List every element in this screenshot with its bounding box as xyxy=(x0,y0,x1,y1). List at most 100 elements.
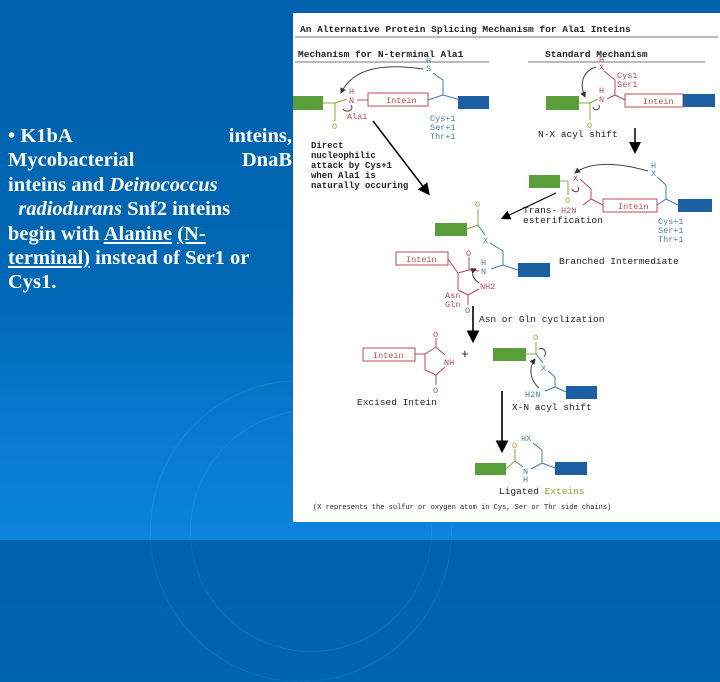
ligated-exteins-label: Ligated Exteins xyxy=(499,486,585,497)
bond xyxy=(427,94,444,101)
atom-h: H xyxy=(523,475,528,485)
atom-hx: HX xyxy=(521,434,531,444)
atom-x: X xyxy=(651,169,656,179)
note-line: Direct xyxy=(311,141,343,151)
bond xyxy=(457,289,469,296)
bond xyxy=(554,386,567,393)
cyclization-label: Asn or Gln cyclization xyxy=(479,314,604,325)
bond xyxy=(530,462,543,470)
bullet-line-2: Mycobacterial DnaB xyxy=(8,148,292,172)
mechanism-figure: An Alternative Protein Splicing Mechanis… xyxy=(293,13,720,522)
thr-plus1-label: Thr+1 xyxy=(430,132,456,142)
right-heading: Standard Mechanism xyxy=(545,49,648,60)
transesterification-label: Trans- xyxy=(523,205,557,216)
bond xyxy=(447,258,459,274)
n-extein-block xyxy=(493,348,526,361)
bullet-marker: • xyxy=(8,125,16,147)
bullet-word: inteins, xyxy=(228,125,292,147)
excised-intein-label: Excised Intein xyxy=(357,397,437,408)
ser1-label: Ser1 xyxy=(617,80,637,90)
atom-h: H xyxy=(349,87,354,97)
atom-o: O xyxy=(433,330,438,340)
atom-h: H xyxy=(426,56,431,66)
atom-x: X xyxy=(573,174,578,184)
cys1-label: Cys1 xyxy=(617,71,637,81)
bullet-line-6: terminal) instead of Ser1 or xyxy=(8,246,292,270)
bullet-line-7: Cys1. xyxy=(8,270,292,294)
c-extein-block xyxy=(678,199,712,212)
intein-label: Intein xyxy=(618,202,649,212)
bond xyxy=(656,198,667,206)
intein-box xyxy=(602,198,658,213)
atom-o: O xyxy=(332,122,337,132)
atom-n: N xyxy=(481,267,486,277)
intein-box xyxy=(395,251,449,266)
bullet-word: Mycobacterial xyxy=(8,149,135,172)
direct-attack-note: Direct nucleophilic attack by Cys+1 when… xyxy=(311,141,408,191)
bond xyxy=(505,460,516,470)
bond xyxy=(477,224,486,236)
atom-h: H xyxy=(481,258,486,268)
bond xyxy=(490,264,504,270)
bond xyxy=(489,242,504,252)
atom-o: O xyxy=(466,249,471,259)
bond xyxy=(656,176,667,186)
bond xyxy=(435,366,446,376)
bullet-line-5: begin with Alanine (N- xyxy=(8,222,292,246)
bond xyxy=(614,94,626,101)
bond xyxy=(535,353,544,364)
bond xyxy=(579,178,592,190)
underlined-term: terminal) xyxy=(8,247,90,270)
bullet-word: instead of Ser1 or xyxy=(89,247,250,270)
atom-o: O xyxy=(512,441,517,451)
atom-o: O xyxy=(565,196,570,206)
atom-o: O xyxy=(587,121,592,131)
atom-nh: NH xyxy=(444,358,454,368)
atom-h2n: H2N xyxy=(525,390,540,400)
atom-h: H xyxy=(599,55,604,65)
transesterification-label: esterification xyxy=(523,215,603,226)
bullet-word: DnaB xyxy=(241,149,292,172)
asn-label: Asn xyxy=(445,291,460,301)
bullet-line-4: radiodurans Snf2 inteins xyxy=(8,197,292,221)
bullet-line-3: inteins and Deinococcus xyxy=(8,173,292,197)
gln-label: Gln xyxy=(445,300,460,310)
atom-h: H xyxy=(651,161,656,171)
bond xyxy=(467,288,480,296)
note-line: attack by Cys+1 xyxy=(311,161,393,171)
intein-label: Intein xyxy=(406,255,437,265)
transesterification-arrow xyxy=(500,192,557,220)
underlined-term: (N- xyxy=(177,222,206,245)
bond xyxy=(582,198,592,206)
footnote: (X represents the sulfur or oxygen atom … xyxy=(313,504,611,512)
acyl-shift-electron-arrow xyxy=(529,358,540,389)
c-extein-block xyxy=(458,96,489,109)
atom-h2n: H2N xyxy=(561,206,576,216)
electron-arrow xyxy=(571,186,580,193)
intein-label: Intein xyxy=(373,351,404,361)
atom-o: O xyxy=(433,386,438,396)
c-extein-block xyxy=(555,462,587,475)
bond xyxy=(334,98,348,104)
bond xyxy=(589,98,599,104)
underlined-term: Alanine xyxy=(103,222,173,245)
cys-plus1-label: Cys+1 xyxy=(658,217,684,227)
bond xyxy=(590,198,604,206)
figure-title: An Alternative Protein Splicing Mechanis… xyxy=(300,24,631,35)
ser-plus1-label: Ser+1 xyxy=(658,226,684,236)
cys-plus1-label: Cys+1 xyxy=(430,114,456,124)
bullet-line-1: • K1bA inteins, xyxy=(8,124,292,148)
ligated-prefix: Ligated xyxy=(499,486,545,497)
species-name: Deinococcus xyxy=(109,173,218,196)
cyclization-electron-arrow xyxy=(470,268,480,284)
nucleophilic-attack-arrow xyxy=(580,66,597,98)
c-extein-block xyxy=(683,94,715,107)
n-extein-block xyxy=(529,175,560,188)
atom-x: X xyxy=(483,236,488,246)
bond xyxy=(457,269,470,274)
electron-arrow xyxy=(538,348,546,358)
atom-n: N xyxy=(349,96,354,106)
atom-h: H xyxy=(599,86,604,96)
c-extein-block xyxy=(518,263,550,277)
bond xyxy=(435,346,446,356)
